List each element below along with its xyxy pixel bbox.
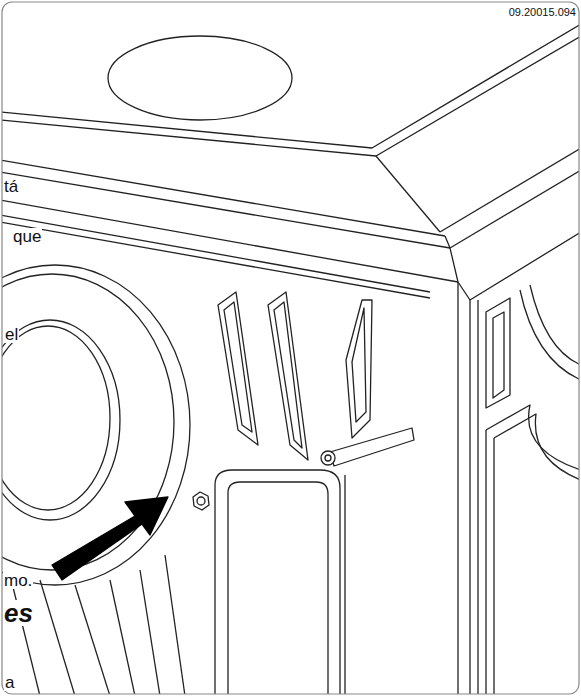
flue-outlet — [2, 265, 190, 585]
front-edge — [457, 282, 458, 694]
figure-number: 09.20015.094 — [508, 7, 577, 18]
page-text-fragment: mo. — [3, 572, 33, 589]
side-panel — [478, 285, 579, 694]
page-text-fragment: el — [5, 325, 18, 344]
page-text-fragment: que — [12, 228, 42, 245]
page-text-fragment: tá — [3, 178, 19, 195]
stove-top — [2, 24, 579, 300]
ash-door — [215, 470, 345, 694]
side-edge — [469, 300, 470, 694]
pointer-arrow — [52, 497, 168, 580]
page-text-fragment: tá — [4, 177, 18, 196]
vent-slots — [218, 292, 372, 460]
air-lever — [321, 428, 414, 466]
page-text-fragment: es — [4, 598, 33, 628]
figure-number: 09.20015.094 — [509, 6, 576, 18]
page-text-fragment: a — [4, 674, 15, 691]
page-text-fragment: es — [3, 600, 34, 626]
fixing-bolt — [193, 492, 209, 510]
page-text-fragment: que — [13, 227, 41, 246]
page-text-fragment: a — [5, 673, 14, 692]
front-ribs — [10, 555, 185, 694]
page-text-fragment: el — [4, 326, 19, 343]
page-text-fragment: mo. — [4, 571, 32, 590]
